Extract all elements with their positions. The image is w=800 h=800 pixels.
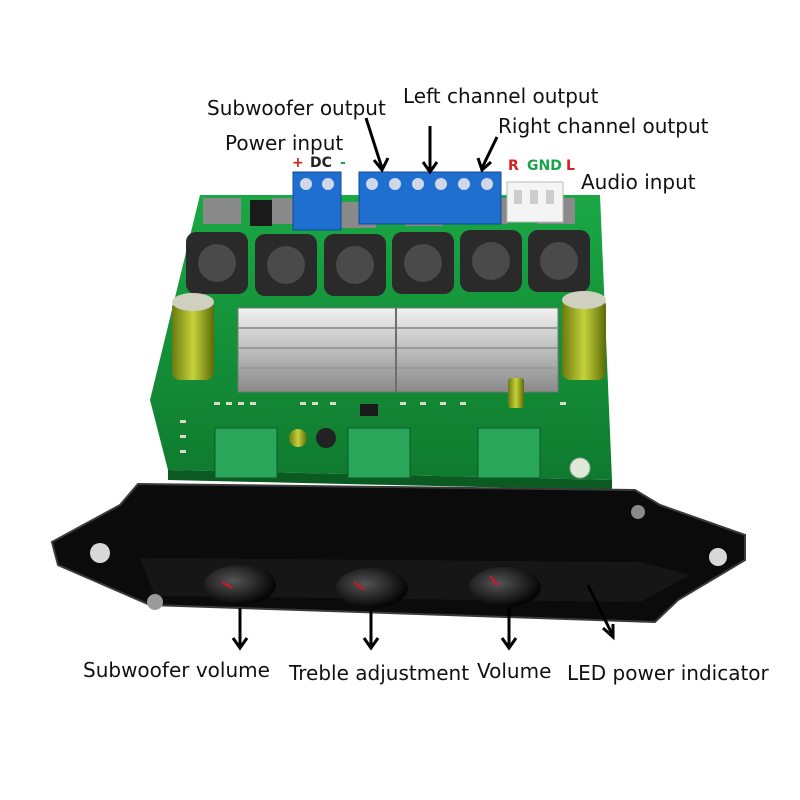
led [569, 457, 591, 479]
dc-mark: DC [310, 155, 332, 171]
audio-input-label: Audio input [581, 170, 696, 194]
heatsink [237, 307, 559, 393]
audio-gnd-mark: GND [527, 158, 562, 174]
diagonal-arrow-icon [476, 157, 492, 173]
annotation-arrows [231, 117, 615, 651]
diagonal-arrow-icon [480, 136, 499, 169]
subwoofer-output-label: Subwoofer output [207, 96, 386, 120]
smd-parts [180, 402, 566, 453]
down-arrow-icon [500, 637, 518, 651]
diagonal-arrow-icon [372, 157, 390, 173]
dc-plus-mark: + [292, 155, 304, 171]
down-arrow-icon [421, 161, 439, 175]
diagonal-arrow-icon [364, 117, 384, 169]
front-panel [50, 482, 746, 624]
capacitors [172, 291, 606, 448]
down-arrow-icon [362, 637, 380, 651]
subwoofer-volume-label: Subwoofer volume [83, 658, 270, 682]
inductor-row [186, 230, 590, 296]
audio-r-mark: R [508, 158, 519, 174]
right-channel-output-label: Right channel output [498, 114, 709, 138]
down-arrow-icon [231, 637, 249, 651]
treble-adjustment-label: Treble adjustment [289, 661, 470, 685]
left-channel-output-label: Left channel output [403, 84, 599, 108]
dc-minus-mark: - [340, 155, 346, 171]
potentiometer-bases [214, 427, 541, 479]
terminal-blocks [292, 171, 564, 231]
diagonal-arrow-icon [586, 584, 614, 635]
volume-label: Volume [477, 659, 552, 683]
led-power-indicator-label: LED power indicator [567, 661, 769, 685]
audio-l-mark: L [566, 158, 575, 174]
diagonal-arrow-icon [601, 624, 615, 641]
power-input-label: Power input [225, 131, 344, 155]
